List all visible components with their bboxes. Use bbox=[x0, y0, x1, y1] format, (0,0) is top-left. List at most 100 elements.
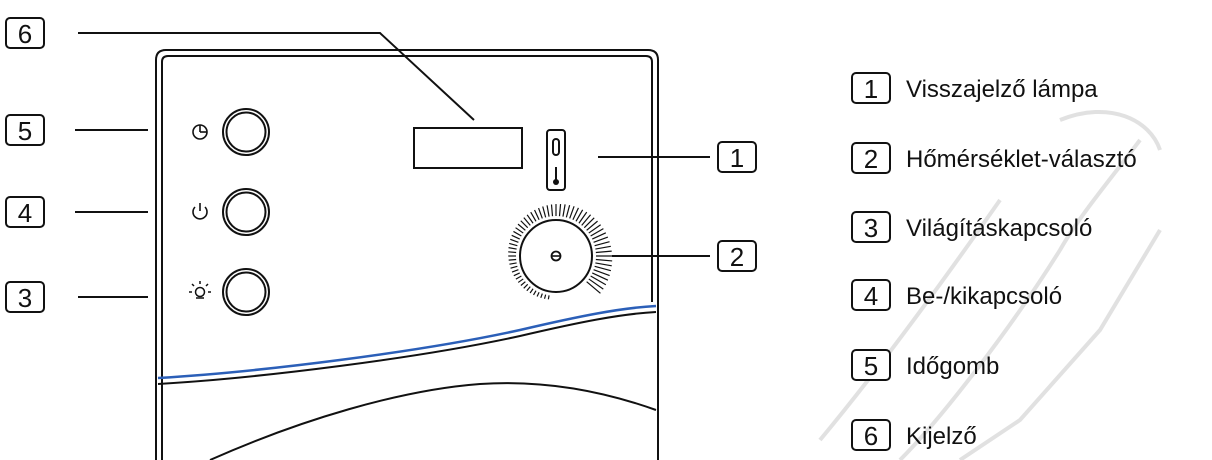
svg-text:6: 6 bbox=[864, 421, 878, 451]
dial-tick bbox=[546, 205, 550, 217]
dial-tick bbox=[515, 275, 522, 280]
dial-tick bbox=[508, 247, 517, 250]
dial-tick bbox=[526, 214, 534, 224]
dial-tick bbox=[511, 234, 521, 240]
callout-1: 1 bbox=[717, 141, 757, 173]
dial-tick bbox=[513, 230, 522, 237]
dial-tick bbox=[547, 295, 550, 300]
dial-tick bbox=[595, 262, 612, 267]
svg-text:6: 6 bbox=[18, 19, 32, 49]
legend-item-5: 5 Időgomb bbox=[851, 349, 999, 381]
dial-tick bbox=[591, 232, 607, 240]
svg-text:Visszajelző lámpa: Visszajelző lámpa bbox=[906, 76, 1098, 103]
dial-tick bbox=[575, 209, 584, 222]
appliance-panel bbox=[155, 49, 659, 460]
dial-scale-ticks bbox=[508, 203, 613, 300]
dial-tick bbox=[581, 214, 592, 226]
callout-4: 4 bbox=[5, 196, 45, 228]
svg-text:3: 3 bbox=[18, 283, 32, 313]
legend-item-6: 6 Kijelző bbox=[851, 419, 977, 451]
dial-tick bbox=[594, 241, 610, 247]
dial-tick bbox=[509, 262, 517, 265]
dial-tick bbox=[508, 258, 517, 261]
dial-tick bbox=[590, 228, 604, 237]
dial-tick bbox=[591, 272, 609, 281]
svg-text:Világításkapcsoló: Világításkapcsoló bbox=[906, 215, 1092, 242]
dial-tick bbox=[588, 224, 601, 234]
dial-tick bbox=[588, 278, 604, 290]
svg-text:Időgomb: Időgomb bbox=[906, 353, 999, 380]
dial-tick bbox=[517, 278, 524, 283]
dial-tick bbox=[583, 217, 595, 229]
svg-text:5: 5 bbox=[864, 351, 878, 381]
dial-tick bbox=[529, 288, 534, 294]
dial-marker-icon bbox=[550, 250, 562, 262]
svg-text:1: 1 bbox=[864, 74, 878, 104]
dial-tick bbox=[536, 291, 540, 297]
dial-tick bbox=[565, 205, 571, 218]
dial-tick bbox=[595, 245, 611, 250]
svg-text:Be-/kikapcsoló: Be-/kikapcsoló bbox=[906, 283, 1062, 310]
dial-tick bbox=[578, 211, 588, 224]
svg-text:1: 1 bbox=[730, 143, 744, 173]
dial-tick bbox=[569, 206, 575, 219]
dial-tick bbox=[572, 207, 579, 221]
dial-tick bbox=[586, 281, 601, 294]
dial-tick bbox=[511, 269, 519, 273]
dial-tick bbox=[593, 236, 609, 243]
dial-tick bbox=[508, 251, 517, 254]
callout-5: 5 bbox=[5, 114, 45, 146]
dial-tick bbox=[520, 281, 526, 286]
dial-tick bbox=[595, 258, 613, 262]
panel-accent-wave bbox=[157, 304, 657, 380]
display bbox=[413, 127, 523, 169]
dial-tick bbox=[594, 265, 612, 272]
dial-tick bbox=[523, 217, 531, 226]
dial-tick bbox=[515, 227, 524, 234]
power-button[interactable] bbox=[222, 188, 270, 236]
dial-tick bbox=[517, 223, 526, 231]
timer-button[interactable] bbox=[222, 108, 270, 156]
dial-tick bbox=[558, 203, 562, 217]
dial-tick bbox=[526, 286, 531, 292]
dial-tick bbox=[513, 272, 521, 277]
temperature-dial[interactable] bbox=[508, 203, 613, 300]
thermometer-icon bbox=[553, 167, 559, 185]
callout-2: 2 bbox=[717, 240, 757, 272]
light-bulb-icon bbox=[189, 281, 211, 299]
svg-text:2: 2 bbox=[864, 144, 878, 174]
clock-icon bbox=[192, 124, 208, 140]
svg-text:3: 3 bbox=[864, 213, 878, 243]
dial-tick bbox=[542, 206, 547, 218]
svg-text:2: 2 bbox=[730, 242, 744, 272]
dial-tick bbox=[534, 209, 540, 221]
dial-tick bbox=[510, 238, 519, 243]
dial-tick bbox=[595, 250, 612, 254]
dial-tick bbox=[510, 265, 518, 269]
dial-tick bbox=[586, 220, 598, 231]
light-button[interactable] bbox=[222, 268, 270, 316]
indicator-lamp bbox=[546, 129, 566, 191]
dial-tick bbox=[562, 204, 566, 217]
dial-tick bbox=[550, 204, 554, 217]
dial-tick bbox=[537, 207, 543, 219]
power-icon bbox=[192, 203, 208, 220]
legend-item-1: 1 Visszajelző lámpa bbox=[851, 72, 1098, 104]
svg-text:Kijelző: Kijelző bbox=[906, 423, 977, 450]
dial-tick bbox=[590, 275, 607, 286]
svg-text:4: 4 bbox=[18, 198, 32, 228]
svg-text:Hőmérséklet-választó: Hőmérséklet-választó bbox=[906, 146, 1137, 173]
legend: 1 Visszajelző lámpa 2 Hőmérséklet-válasz… bbox=[851, 72, 1137, 451]
watermark bbox=[818, 110, 1162, 460]
leader-lines bbox=[75, 32, 710, 298]
dial-tick bbox=[530, 211, 537, 222]
dial-tick bbox=[523, 283, 529, 289]
legend-item-2: 2 Hőmérséklet-választó bbox=[851, 142, 1137, 174]
callout-3: 3 bbox=[5, 281, 45, 313]
svg-text:4: 4 bbox=[864, 281, 878, 311]
svg-text:5: 5 bbox=[18, 116, 32, 146]
legend-item-4: 4 Be-/kikapcsoló bbox=[851, 279, 1062, 311]
dial-tick bbox=[533, 290, 537, 296]
callout-6: 6 bbox=[5, 17, 45, 49]
